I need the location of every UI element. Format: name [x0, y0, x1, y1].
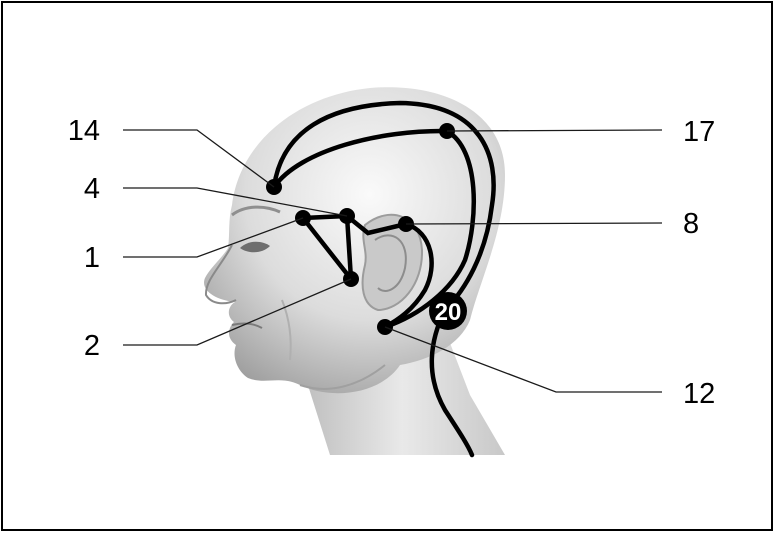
- label-12: 12: [683, 378, 715, 410]
- label-8: 8: [683, 208, 699, 240]
- label-4: 4: [84, 173, 100, 205]
- point-20-badge: 20: [429, 292, 467, 330]
- point-20-label: 20: [435, 299, 462, 326]
- label-2: 2: [84, 330, 100, 362]
- label-1: 1: [84, 242, 100, 274]
- label-17: 17: [683, 116, 715, 148]
- label-14: 14: [68, 115, 100, 147]
